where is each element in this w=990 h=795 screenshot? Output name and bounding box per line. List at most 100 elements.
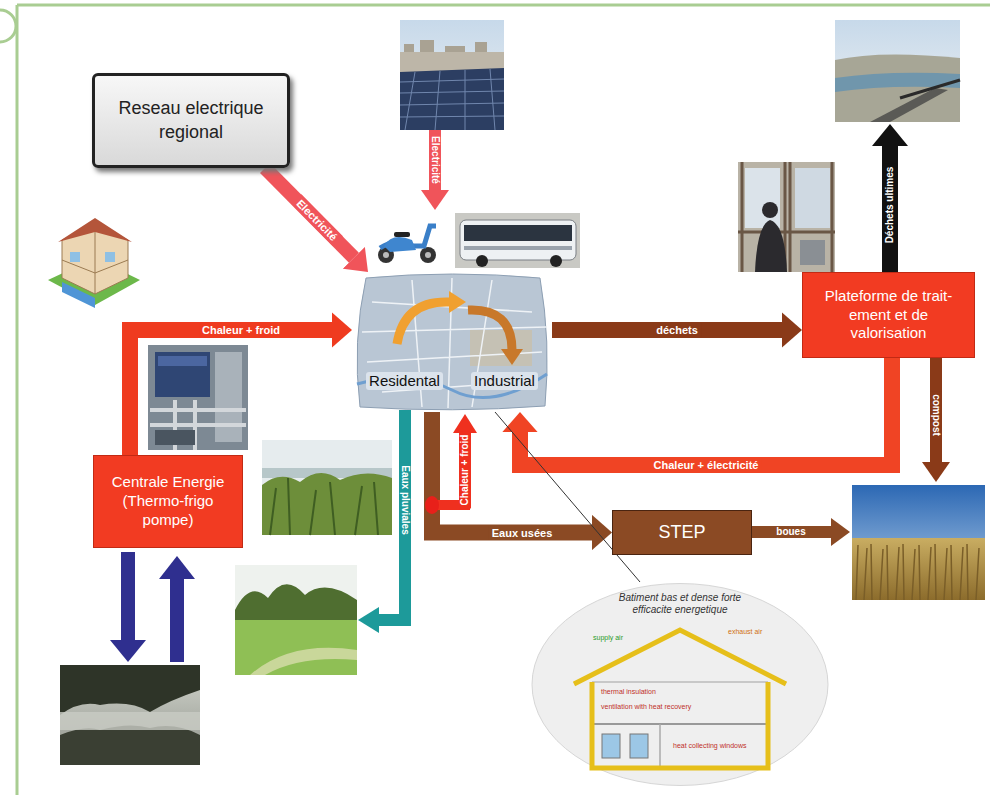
solar-electricity-arrow [421,130,449,210]
sludge-arrow [750,526,832,538]
callout-label: exhaust air [725,628,765,636]
landfill-photo [835,20,960,122]
garden-photo [235,584,357,625]
sorting-photo [755,220,787,272]
sorting-photo [762,202,778,218]
compost-arrow [922,462,950,482]
building-card: Batiment bas et dense forte efficacite e… [530,582,830,787]
lake-photo [60,665,200,765]
landfill-photo [900,80,960,98]
solar-panel-photo [404,40,487,52]
building-illustration [574,630,786,684]
residual-waste-arrow [872,124,908,146]
field-photo [852,485,985,600]
flow-label: Eaux usées [489,526,556,540]
lake-exchange-arrows [159,556,195,579]
solar-electricity-arrow [421,190,449,210]
callout-label: supply air [590,634,626,642]
house-icon [70,252,80,262]
sorting-photo [745,168,780,228]
box-label: STEP [658,522,705,543]
solar-panel-photo [400,20,504,130]
scooter-icon [384,237,416,252]
card-title: Batiment bas et dense forte efficacite e… [610,592,750,616]
recovered-heat-arrow [425,414,477,514]
lake-photo [60,725,200,765]
sorting-photo [738,162,835,272]
field-photo [852,485,985,600]
flow-label: Chaleur + froid [199,323,283,337]
rainwater-arrow [358,410,405,633]
sludge-arrow [831,518,850,546]
building-illustration [602,734,620,758]
heat-pump-photo [155,430,195,445]
heat-pump-photo [148,345,248,450]
flow-arrow [432,412,592,533]
wetland-photo [262,473,392,535]
garden-photo [235,620,357,675]
scooter-icon [425,252,431,258]
landfill-photo [870,88,948,122]
field-photo [852,538,985,600]
flow-label: Chaleur + électricité [651,458,762,472]
city-map-art [357,274,547,410]
bus-photo [460,220,576,260]
flow-arrow [520,358,892,465]
residual-waste-arrow [882,145,898,273]
leader-line [495,412,640,582]
page-frame [0,10,16,42]
bus-photo [464,225,572,241]
recovered-heat-arrow [453,414,477,433]
bus-photo [455,213,580,268]
building-illustration [592,681,768,683]
city-map-art [397,302,450,344]
flow-label: Electricité [291,194,342,245]
city-map-art [352,272,552,412]
grid-box: Reseau electrique regional [92,73,290,168]
heat-pump-photo [155,352,210,397]
scooter-icon [383,252,389,258]
house-icon [48,218,140,308]
heat-pump-photo [215,352,242,442]
flow-arrow [552,322,782,338]
garden-photo [250,648,357,675]
sorting-photo [738,162,835,272]
sludge-arrow [750,518,850,546]
garden-photo [235,565,357,675]
city-map-art [501,349,523,365]
solar-panel-photo [400,20,504,130]
scooter-icon [394,232,410,237]
sorting-photo [795,168,830,228]
lake-exchange-arrows [170,578,184,662]
flow-label: Electricité [429,133,441,187]
building-illustration [630,734,648,758]
bus-photo [455,213,580,268]
heat-pump-photo [150,400,246,450]
flow-label: Eaux pluviales [399,462,411,537]
bus-photo [476,255,488,267]
lake-exchange-arrows [110,640,146,662]
city-map-art [468,310,512,350]
sorting-photo [800,240,825,265]
bus-photo [464,246,572,250]
building-illustration [532,584,828,786]
process-box: Plateforme de trait- ement et de valoris… [802,272,975,358]
lake-photo [60,665,200,715]
flow-label: compost [930,391,942,439]
city-map-art [449,291,466,313]
lake-photo [60,665,200,765]
city-map: ResidentalIndustrial [352,272,552,412]
house-icon [105,252,115,262]
page-frame [0,5,990,795]
box-label: Plateforme de trait- ement et de valoris… [811,287,966,343]
building-illustration [592,723,768,725]
residual-waste-arrow [872,124,908,273]
solar-electricity-arrow [429,130,441,191]
heat-pump-photo [148,345,248,450]
zone-label: Industrial [471,372,538,390]
city-map-art [362,278,547,408]
scooter-icon [378,226,436,263]
